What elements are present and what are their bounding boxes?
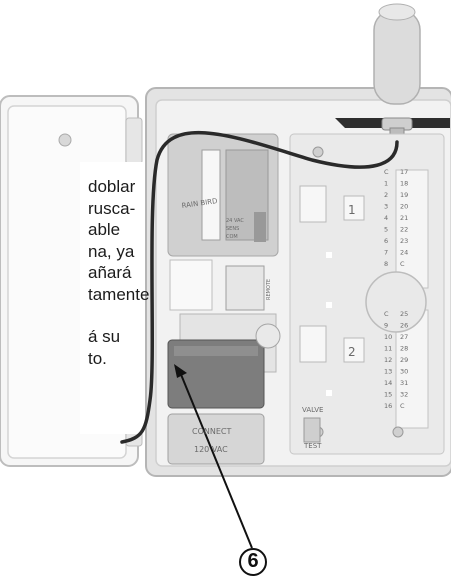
terminal-number: 1 [384, 180, 388, 188]
terminal-number: 6 [384, 237, 388, 245]
terminal-number: 18 [400, 180, 408, 188]
instruction-gap [88, 305, 228, 326]
module-number-1: 1 [348, 203, 356, 217]
valve-test-label-2: TEST [303, 442, 322, 450]
terminal-number: 14 [384, 379, 392, 387]
terminal-number: 30 [400, 368, 408, 376]
terminal-number: C [384, 168, 389, 176]
instruction-line: tamente [88, 284, 150, 304]
terminal-number: 32 [400, 391, 408, 399]
callout-pointer [174, 364, 253, 549]
main-module [167, 133, 321, 465]
valve-test-label-1: VALVE [302, 406, 323, 414]
terminal-number: 15 [384, 391, 392, 399]
terminal-com: COM [226, 234, 238, 240]
terminal-number: 19 [400, 191, 408, 199]
module-number-2: 2 [348, 345, 356, 359]
terminal-number: 23 [400, 237, 408, 245]
terminal-number: 9 [384, 322, 388, 330]
terminal-24vac: 24 VAC [226, 218, 244, 224]
terminal-number: 29 [400, 356, 408, 364]
instruction-line: añará [88, 263, 132, 282]
terminal-number: 21 [400, 214, 408, 222]
terminal-number: 11 [384, 345, 392, 353]
callout-number: 6 [239, 548, 267, 576]
terminal-number: 4 [384, 214, 388, 222]
terminal-number: 24 [400, 249, 408, 257]
instruction-line: á su [88, 327, 121, 346]
terminal-number: 13 [384, 368, 392, 376]
instruction-line: doblar [88, 177, 136, 196]
voltage-label: 120 VAC [194, 445, 228, 454]
terminal-number: 20 [400, 203, 408, 211]
terminal-numbers: C123456781718192021222324CC9101112131415… [384, 168, 408, 410]
instruction-panel-bg [80, 162, 152, 434]
terminal-number: 26 [400, 322, 408, 330]
terminal-number: 10 [384, 333, 392, 341]
terminal-number: 17 [400, 168, 408, 176]
instruction-line: rusca- [88, 198, 136, 218]
terminal-area [289, 133, 445, 455]
remote-label: REMOTE [266, 279, 272, 300]
instruction-line: na, ya [88, 241, 135, 261]
terminal-number: 31 [400, 379, 408, 387]
terminal-number: 3 [384, 203, 388, 211]
terminal-number: 25 [400, 310, 408, 318]
terminal-number: 12 [384, 356, 392, 364]
terminal-number: 22 [400, 226, 408, 234]
terminal-number: 8 [384, 260, 388, 268]
instruction-text: doblar rusca- able na, ya añará tamente … [88, 176, 228, 369]
connect-label: CONNECT [192, 427, 231, 436]
terminal-number: C [384, 310, 389, 318]
terminal-number: 5 [384, 226, 388, 234]
terminal-number: C [400, 402, 405, 410]
terminal-number: 7 [384, 249, 388, 257]
terminal-number: 2 [384, 191, 388, 199]
instruction-line: to. [88, 348, 107, 368]
instruction-line: able [88, 220, 121, 239]
wire-cable [120, 130, 399, 444]
terminal-sens: SENS [226, 226, 239, 232]
terminal-number: 16 [384, 402, 392, 410]
terminal-number: 28 [400, 345, 408, 353]
terminal-number: C [400, 260, 405, 268]
terminal-number: 27 [400, 333, 408, 341]
